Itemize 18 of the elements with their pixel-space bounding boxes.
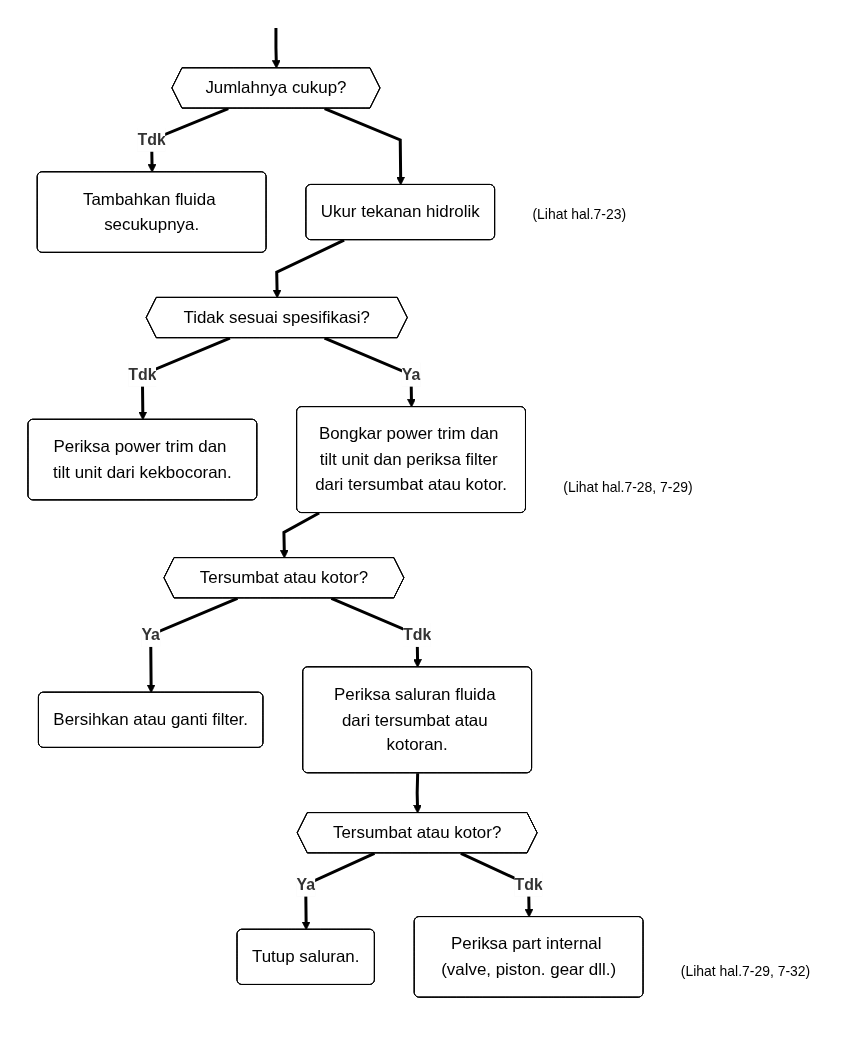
edge-label: Tdk	[514, 875, 543, 893]
arrow	[413, 773, 422, 814]
arrow	[146, 597, 239, 694]
arrow	[272, 238, 345, 299]
edge-label: Ya	[141, 626, 160, 643]
edge-label: Tdk	[403, 626, 432, 643]
arrow	[324, 107, 406, 186]
arrow	[301, 852, 376, 931]
arrow	[271, 27, 281, 69]
arrow	[323, 336, 416, 408]
edge-label: Ya	[296, 875, 315, 893]
arrow	[279, 511, 320, 559]
node-label: (Lihat hal.7-23)	[532, 205, 627, 222]
node-label: (Lihat hal.7-28, 7-29)	[563, 478, 693, 495]
node-label: (Lihat hal.7-29, 7-32)	[680, 963, 811, 980]
edge-label: Tdk	[128, 365, 157, 383]
edge-label: Ya	[401, 365, 421, 383]
edge-label: Tdk	[137, 130, 166, 148]
